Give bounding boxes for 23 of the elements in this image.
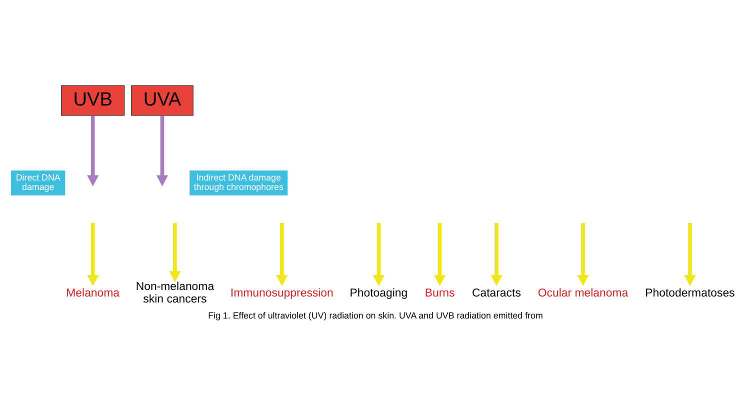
arrow (372, 222, 385, 286)
node-text: Photoaging (350, 286, 408, 299)
arrow (276, 222, 288, 286)
node-text: Cataracts (472, 286, 521, 299)
node-text: Immunosuppression (230, 286, 334, 299)
caption: Fig 1. Effect of ultraviolet (UV) radiation on skin. UVA and UVB radiation emitted from (208, 310, 543, 320)
node-text: Burns (424, 286, 455, 299)
node-text: Melanoma (66, 286, 120, 299)
node-text: Ocular melanoma (538, 286, 628, 299)
node-text: Non-melanoma skin cancers (136, 280, 214, 306)
arrow (490, 222, 502, 286)
arrow (87, 222, 99, 286)
node-box: UVA (131, 84, 194, 116)
node-box: Direct DNA damage (11, 170, 66, 195)
arrow (577, 222, 589, 286)
arrow (169, 222, 181, 282)
arrow (684, 222, 696, 286)
node-box: UVB (61, 84, 125, 116)
node-text: Photodermatoses (645, 286, 735, 299)
arrow (156, 114, 168, 186)
arrow (434, 222, 446, 286)
node-box: Indirect DNA damage through chromophores (190, 170, 288, 195)
arrow (87, 114, 99, 186)
